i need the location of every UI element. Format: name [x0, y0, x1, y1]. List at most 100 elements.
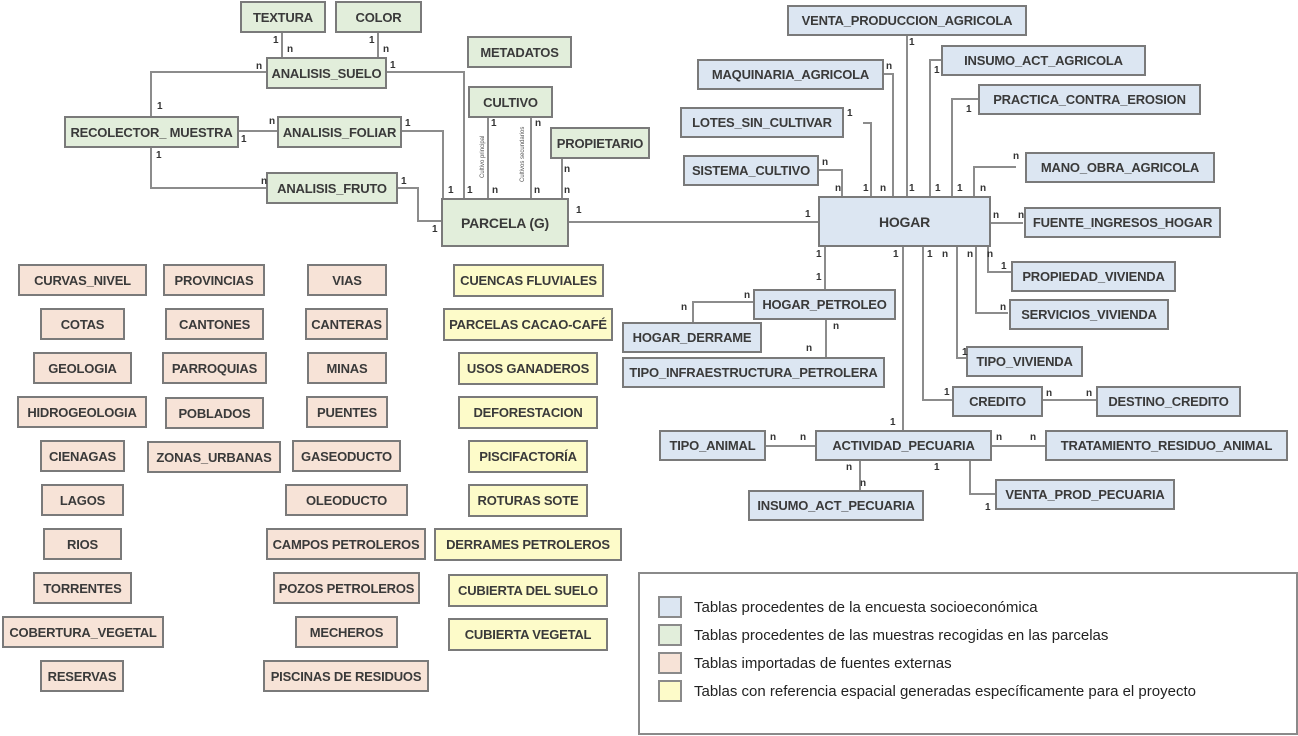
spatial-table[interactable]: CUBIERTA VEGETAL: [448, 618, 608, 651]
external-table[interactable]: PROVINCIAS: [163, 264, 265, 296]
external-table[interactable]: GEOLOGIA: [33, 352, 132, 384]
entity-tipo-animal[interactable]: TIPO_ANIMAL: [659, 430, 766, 461]
cardinality-one: 1: [390, 60, 396, 71]
entity-credito[interactable]: CREDITO: [952, 386, 1043, 417]
cardinality-many: n: [261, 176, 268, 187]
entity-tipo-infraestructura-petrolera[interactable]: TIPO_INFRAESTRUCTURA_PETROLERA: [622, 357, 885, 388]
external-table[interactable]: VIAS: [307, 264, 387, 296]
external-table[interactable]: TORRENTES: [33, 572, 132, 604]
line-hogar-credito: [922, 246, 952, 401]
external-table[interactable]: MECHEROS: [295, 616, 398, 648]
external-table[interactable]: COTAS: [40, 308, 125, 340]
spatial-table[interactable]: CUBIERTA DEL SUELO: [448, 574, 608, 607]
entity-fuente-ingresos-hogar[interactable]: FUENTE_INGRESOS_HOGAR: [1024, 207, 1221, 238]
entity-venta-prod-pecuaria[interactable]: VENTA_PROD_PECUARIA: [995, 479, 1175, 510]
entity-tipo-vivienda[interactable]: TIPO_VIVIENDA: [966, 346, 1083, 377]
cardinality-one: 1: [985, 502, 991, 513]
entity-practica-contra-erosion[interactable]: PRACTICA_CONTRA_EROSION: [978, 84, 1201, 115]
legend-item-externas: Tablas importadas de fuentes externas: [658, 652, 952, 674]
cardinality-one: 1: [934, 65, 940, 76]
entity-insumo-act-pecuaria[interactable]: INSUMO_ACT_PECUARIA: [748, 490, 924, 521]
cardinality-many: n: [770, 432, 777, 443]
entity-analisis-foliar[interactable]: ANALISIS_FOLIAR: [277, 116, 402, 148]
cardinality-many: n: [806, 343, 813, 354]
cardinality-one: 1: [401, 176, 407, 187]
cardinality-one: 1: [927, 249, 933, 260]
entity-actividad-pecuaria[interactable]: ACTIVIDAD_PECUARIA: [815, 430, 992, 461]
entity-textura[interactable]: TEXTURA: [240, 1, 326, 33]
cardinality-many: n: [269, 116, 276, 127]
entity-analisis-fruto[interactable]: ANALISIS_FRUTO: [266, 172, 398, 204]
entity-venta-produccion-agricola[interactable]: VENTA_PRODUCCION_AGRICOLA: [787, 5, 1027, 36]
entity-insumo-act-agricola[interactable]: INSUMO_ACT_AGRICOLA: [941, 45, 1146, 76]
external-table[interactable]: PARROQUIAS: [162, 352, 267, 384]
line-hogar-petroleo-derrame: [692, 301, 753, 322]
legend-label: Tablas procedentes de las muestras recog…: [694, 626, 1109, 644]
spatial-table[interactable]: USOS GANADEROS: [458, 352, 598, 385]
external-table[interactable]: PUENTES: [306, 396, 388, 428]
external-table[interactable]: ZONAS_URBANAS: [147, 441, 281, 473]
entity-hogar-petroleo[interactable]: HOGAR_PETROLEO: [753, 289, 896, 320]
entity-recolector-muestra[interactable]: RECOLECTOR_ MUESTRA: [64, 116, 239, 148]
cardinality-many: n: [800, 432, 807, 443]
cardinality-one: 1: [369, 35, 375, 46]
external-table[interactable]: RIOS: [43, 528, 122, 560]
cardinality-one: 1: [816, 249, 822, 260]
external-table[interactable]: COBERTURA_VEGETAL: [2, 616, 164, 648]
entity-hogar-derrame[interactable]: HOGAR_DERRAME: [622, 322, 762, 353]
cardinality-one: 1: [805, 209, 811, 220]
legend-swatch-pink: [658, 652, 682, 674]
spatial-table[interactable]: DEFORESTACION: [458, 396, 598, 429]
external-table[interactable]: HIDROGEOLOGIA: [17, 396, 147, 428]
external-table[interactable]: PISCINAS DE RESIDUOS: [263, 660, 429, 692]
cardinality-many: n: [744, 290, 751, 301]
cardinality-many: n: [835, 183, 842, 194]
external-table[interactable]: GASEODUCTO: [292, 440, 401, 472]
line-practica-hogar: [951, 98, 979, 196]
line-insumo-agricola-hogar: [929, 59, 941, 196]
entity-analisis-suelo[interactable]: ANALISIS_SUELO: [266, 57, 387, 89]
external-table[interactable]: CIENAGAS: [40, 440, 125, 472]
legend-swatch-green: [658, 624, 682, 646]
entity-parcela[interactable]: PARCELA (G): [441, 198, 569, 247]
external-table[interactable]: POBLADOS: [165, 397, 264, 429]
entity-cultivo[interactable]: CULTIVO: [468, 86, 553, 118]
entity-propiedad-vivienda[interactable]: PROPIEDAD_VIVIENDA: [1011, 261, 1176, 292]
entity-lotes-sin-cultivar[interactable]: LOTES_SIN_CULTIVAR: [680, 107, 844, 138]
cardinality-many: n: [942, 249, 949, 260]
entity-destino-credito[interactable]: DESTINO_CREDITO: [1096, 386, 1241, 417]
external-table[interactable]: POZOS PETROLEROS: [273, 572, 420, 604]
external-table[interactable]: CAMPOS PETROLEROS: [266, 528, 426, 560]
external-table[interactable]: MINAS: [307, 352, 387, 384]
spatial-table[interactable]: ROTURAS SOTE: [468, 484, 588, 517]
legend-item-muestras: Tablas procedentes de las muestras recog…: [658, 624, 1108, 646]
entity-propietario[interactable]: PROPIETARIO: [550, 127, 650, 159]
external-table[interactable]: LAGOS: [41, 484, 124, 516]
entity-tratamiento-residuo-animal[interactable]: TRATAMIENTO_RESIDUO_ANIMAL: [1045, 430, 1288, 461]
cardinality-one: 1: [957, 183, 963, 194]
entity-hogar[interactable]: HOGAR: [818, 196, 991, 247]
entity-maquinaria-agricola[interactable]: MAQUINARIA_AGRICOLA: [697, 59, 884, 90]
spatial-table[interactable]: CUENCAS FLUVIALES: [453, 264, 604, 297]
external-table[interactable]: RESERVAS: [40, 660, 124, 692]
entity-color[interactable]: COLOR: [335, 1, 422, 33]
cardinality-many: n: [1000, 302, 1007, 313]
spatial-table[interactable]: PISCIFACTORÍA: [468, 440, 588, 473]
cardinality-many: n: [492, 185, 499, 196]
cardinality-many: n: [534, 185, 541, 196]
entity-sistema-cultivo[interactable]: SISTEMA_CULTIVO: [683, 155, 819, 186]
external-table[interactable]: CANTONES: [165, 308, 264, 340]
cardinality-many: n: [1086, 388, 1093, 399]
entity-mano-obra-agricola[interactable]: MANO_OBRA_AGRICOLA: [1025, 152, 1215, 183]
cardinality-one: 1: [890, 417, 896, 428]
external-table[interactable]: CURVAS_NIVEL: [18, 264, 147, 296]
spatial-table[interactable]: DERRAMES PETROLEROS: [434, 528, 622, 561]
entity-metadatos[interactable]: METADATOS: [467, 36, 572, 68]
cardinality-one: 1: [157, 101, 163, 112]
external-table[interactable]: CANTERAS: [305, 308, 388, 340]
external-table[interactable]: OLEODUCTO: [285, 484, 408, 516]
entity-servicios-vivienda[interactable]: SERVICIOS_VIVIENDA: [1009, 299, 1169, 330]
cardinality-many: n: [1013, 151, 1020, 162]
spatial-table[interactable]: PARCELAS CACAO-CAFÉ: [443, 308, 613, 341]
